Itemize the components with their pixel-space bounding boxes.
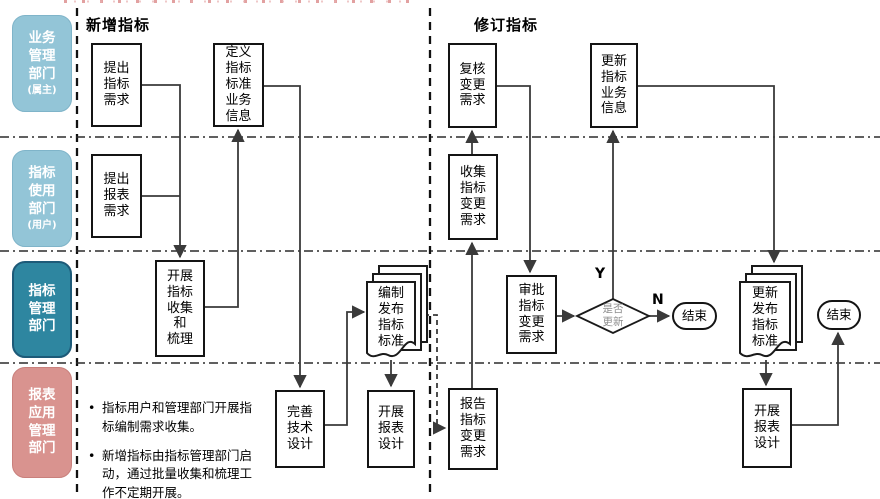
- footnote-2-text: 新增指标由指标管理部门启动，通过批量收集和梳理工作不定期开展。: [102, 447, 253, 499]
- lane-label-report-app-text: 报表 应用 管理 部门: [28, 386, 56, 457]
- lane-label-user: 指标 使用 部门 (用户): [12, 150, 72, 247]
- node-end-revise: 结束: [817, 300, 861, 330]
- node-report-design-rev: 开展 报表 设计: [742, 388, 792, 468]
- node-define-info: 定义 指标 标准 业务 信息: [213, 43, 264, 127]
- lane-label-business: 业务 管理 部门 (属主): [12, 15, 72, 112]
- node-review-change: 复核 变更 需求: [448, 43, 497, 128]
- lane-label-report-app: 报表 应用 管理 部门: [12, 367, 72, 478]
- node-approve-change: 审批 指标 变更 需求: [506, 275, 557, 354]
- node-decision-update-label: 是否 更新: [602, 303, 624, 328]
- section-title-revise: 修订指标: [474, 16, 539, 34]
- lane-label-index-mgmt-text: 指标 管理 部门: [28, 282, 56, 335]
- lane-label-business-sub: (属主): [27, 84, 57, 96]
- node-update-info: 更新 指标 业务 信息: [590, 43, 638, 128]
- lane-label-user-sub: (用户): [27, 219, 57, 231]
- footnote-1: • 指标用户和管理部门开展指标编制需求收集。: [88, 399, 262, 437]
- bullet-icon: •: [88, 400, 96, 415]
- bullet-icon: •: [88, 447, 96, 463]
- node-end-no: 结束: [672, 302, 717, 330]
- footnote-1-text: 指标用户和管理部门开展指标编制需求收集。: [102, 400, 253, 434]
- publish-standard-document-shape: [366, 265, 428, 358]
- node-collect-sort: 开展 指标 收集 和 梳理: [155, 260, 205, 357]
- node-update-standard-label: 更新 发布 指标 标准: [751, 285, 778, 350]
- update-standard-document-shape: [739, 265, 803, 358]
- node-report-design-new: 开展 报表 设计: [367, 390, 415, 468]
- node-propose-index: 提出 指标 需求: [91, 43, 142, 127]
- connectors: [142, 84, 845, 435]
- node-report-change: 报告 指标 变更 需求: [448, 388, 498, 470]
- node-tech-design: 完善 技术 设计: [275, 390, 325, 468]
- lane-label-index-mgmt: 指标 管理 部门: [12, 261, 72, 358]
- decision-diamond-shape: [574, 298, 652, 334]
- edge-label-yes: Y: [595, 266, 606, 282]
- lane-dividers: [0, 136, 880, 364]
- section-title-new: 新增指标: [86, 16, 151, 34]
- footnote-2: • 新增指标由指标管理部门启动，通过批量收集和梳理工作不定期开展。: [88, 447, 262, 499]
- node-collect-change: 收集 指标 变更 需求: [448, 154, 498, 240]
- footnotes: • 指标用户和管理部门开展指标编制需求收集。 • 新增指标由指标管理部门启动，通…: [88, 399, 262, 499]
- node-propose-report: 提出 报表 需求: [91, 154, 142, 238]
- lane-label-user-text: 指标 使用 部门: [28, 165, 56, 217]
- node-publish-standard-label: 编制 发布 指标 标准: [377, 285, 404, 350]
- edge-label-no: N: [652, 292, 664, 308]
- lane-label-business-text: 业务 管理 部门: [28, 30, 56, 82]
